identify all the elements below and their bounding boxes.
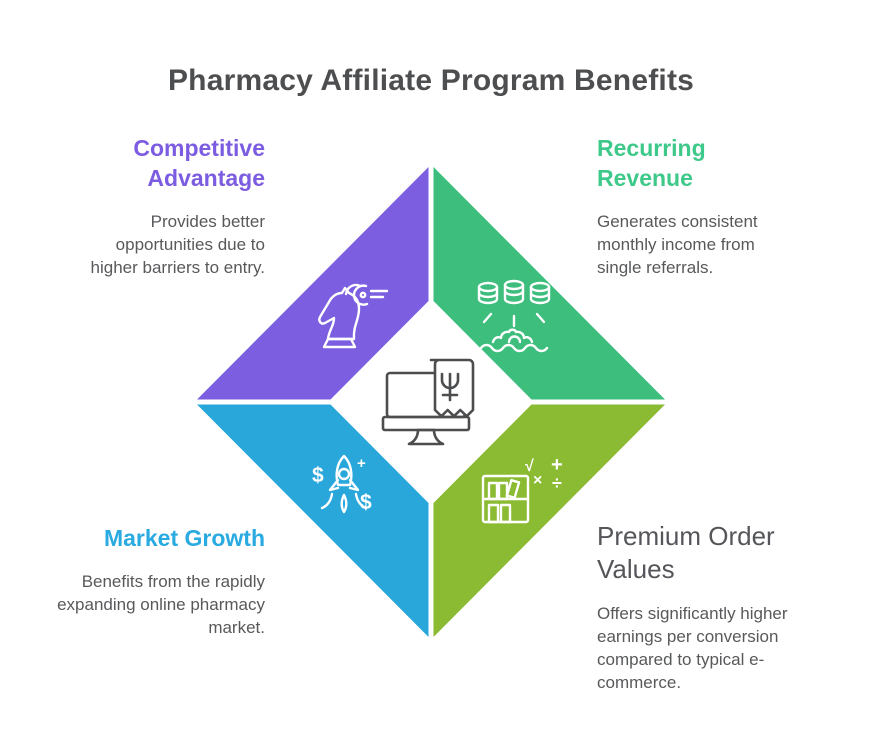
section-body: Provides better opportunities due to hig…: [90, 211, 265, 277]
section-recurring-revenue: Recurring Revenue Generates consistent m…: [597, 134, 782, 279]
sqrt-glyph: √: [525, 458, 534, 475]
plus-glyph: +: [551, 454, 563, 476]
section-body: Offers significantly higher earnings per…: [597, 604, 788, 693]
plus-glyph: +: [357, 455, 366, 472]
dollar-glyph: $: [312, 464, 324, 487]
divide-glyph: ÷: [552, 473, 562, 493]
quadrant-market-growth: [197, 404, 429, 637]
coin-stacks-hand-icon: [477, 279, 551, 353]
quadrant-recurring-revenue: [433, 167, 665, 400]
dollar-glyph: $: [360, 491, 372, 514]
section-body: Benefits from the rapidly expanding onli…: [57, 571, 265, 638]
section-heading: Premium Order Values: [597, 521, 775, 584]
section-premium-order-values: Premium Order Values Offers significantl…: [597, 520, 792, 694]
rocket-dollars-icon: $ $ +: [312, 454, 372, 514]
bookshelf-math-icon: √ + × ÷: [481, 454, 563, 524]
monitor-receipt-icon: [381, 358, 475, 446]
section-heading: Market Growth: [103, 525, 265, 551]
multiply-glyph: ×: [533, 472, 542, 489]
section-competitive-advantage: Competitive Advantage Provides better op…: [65, 134, 265, 279]
section-body: Generates consistent monthly income from…: [597, 211, 758, 277]
page-title: Pharmacy Affiliate Program Benefits: [167, 64, 695, 97]
section-heading: Competitive Advantage: [133, 135, 265, 191]
quadrant-premium-order-values: [433, 404, 665, 637]
quadrant-competitive-advantage: [197, 167, 429, 400]
section-heading: Recurring Revenue: [597, 135, 706, 191]
chess-knight-hand-icon: [318, 283, 389, 349]
section-market-growth: Market Growth Benefits from the rapidly …: [40, 524, 265, 639]
